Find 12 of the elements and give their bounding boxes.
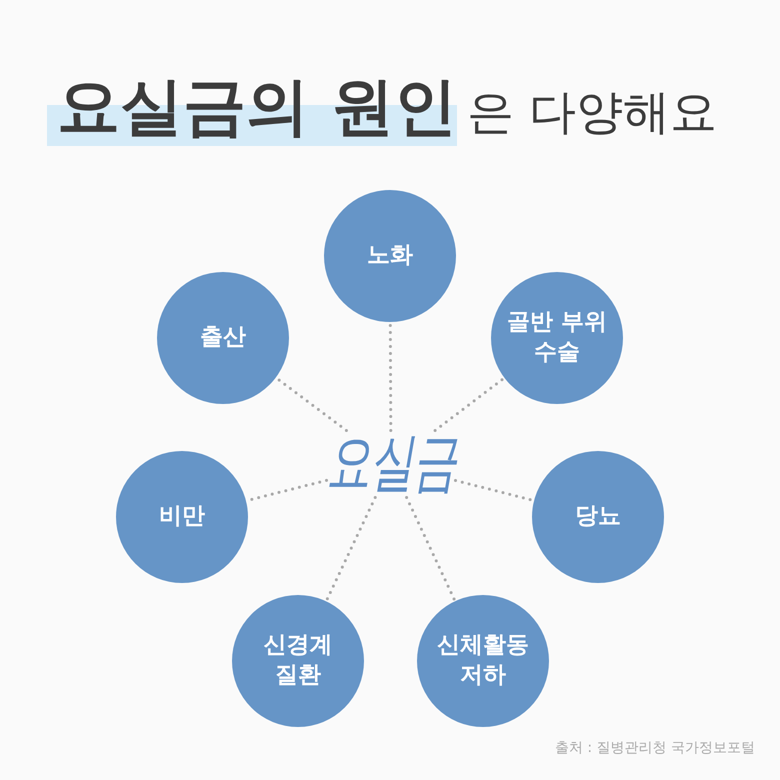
dotted-line: [324, 496, 377, 603]
cause-label: 노화: [367, 241, 413, 270]
cause-label: 비만: [159, 502, 205, 532]
cause-label: 신경계 질환: [262, 631, 334, 690]
dotted-line: [405, 496, 457, 603]
cause-label: 골반 부위 수술: [506, 308, 608, 367]
cause-label: 당뇨: [575, 502, 621, 532]
dotted-line: [434, 376, 506, 432]
source-note: 출처 : 질병관리청 국가정보포털: [554, 740, 755, 757]
handwritten-word: 요실금: [326, 430, 456, 498]
cause-label: 신체활동 저하: [436, 631, 530, 690]
cause-label: 출산: [200, 323, 246, 352]
